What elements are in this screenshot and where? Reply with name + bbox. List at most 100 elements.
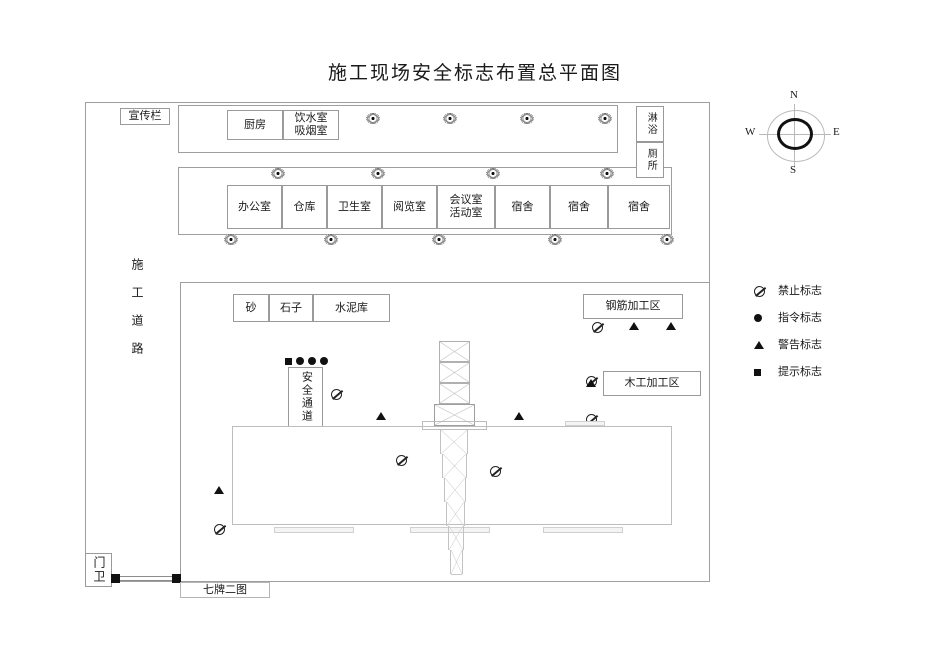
facility-office-label: 办公室 (238, 200, 271, 213)
notice-sign-icon (754, 369, 761, 376)
sprinkler-icon (324, 234, 338, 245)
facility-warehouse-label: 仓库 (293, 200, 316, 213)
legend-label-mandatory: 指令标志 (778, 312, 822, 324)
gatehouse: 门卫 (85, 553, 112, 587)
warning-sign-icon (754, 341, 764, 349)
signboard-label: 七牌二图 (203, 583, 247, 596)
facility-shower-label: 淋浴 (645, 112, 657, 136)
mandatory-sign-icon (296, 357, 304, 365)
facility-office: 办公室 (227, 185, 282, 229)
material-cement-warehouse-label: 水泥库 (335, 301, 368, 314)
compass-rose: N S E W (745, 89, 845, 184)
sprinkler-icon (600, 168, 614, 179)
crane-jib-section (439, 383, 470, 404)
legend-item-warning: 警告标志 (748, 336, 888, 363)
mandatory-sign-icon (754, 314, 762, 322)
facility-clinic-label: 卫生室 (338, 200, 371, 213)
facility-dorm-3-label: 宿舍 (628, 200, 650, 213)
safety-passage: 安全通道 (288, 367, 323, 427)
warning-sign-icon (586, 379, 596, 387)
crane-mast-section (446, 502, 465, 526)
warning-sign-icon (629, 322, 639, 330)
mandatory-sign-icon (320, 357, 328, 365)
prohibition-sign-icon (214, 524, 225, 535)
scaffold-plank (565, 421, 605, 426)
legend-label-notice: 提示标志 (778, 366, 822, 378)
crane-mast-section (448, 526, 464, 550)
compass-inner-ring (777, 118, 813, 150)
notice-sign-icon (285, 358, 292, 365)
facility-reading-room-label: 阅览室 (393, 200, 426, 213)
material-cement-warehouse: 水泥库 (313, 294, 390, 322)
sprinkler-icon (598, 113, 612, 124)
gatehouse-label: 门卫 (92, 556, 106, 584)
sprinkler-icon (224, 234, 238, 245)
scaffold-plank (543, 527, 623, 533)
facility-kitchen-label: 厨房 (244, 118, 266, 131)
safety-passage-label: 安全通道 (300, 371, 313, 423)
prohibition-sign-icon (754, 286, 765, 297)
work-zone-carpentry: 木工加工区 (603, 371, 701, 396)
warning-sign-icon (214, 486, 224, 494)
facility-meeting-activity-room-label: 会议室 活动室 (449, 194, 483, 219)
facility-meeting-activity-room: 会议室 活动室 (437, 185, 495, 229)
legend-item-prohibition: 禁止标志 (748, 282, 888, 309)
work-zone-rebar-label: 钢筋加工区 (605, 300, 661, 313)
living-area-band-middle (178, 167, 672, 235)
work-zone-rebar: 钢筋加工区 (583, 294, 683, 319)
living-area-band-top (178, 105, 618, 153)
sprinkler-icon (366, 113, 380, 124)
legend-item-notice: 提示标志 (748, 363, 888, 390)
construction-road-label: 施工道路 (130, 258, 144, 370)
bulletin-board: 宣传栏 (120, 108, 170, 125)
prohibition-sign-icon (592, 322, 603, 333)
prohibition-sign-icon (490, 466, 501, 477)
bulletin-board-label: 宣传栏 (128, 110, 162, 123)
legend-label-prohibition: 禁止标志 (778, 285, 822, 297)
prohibition-sign-icon (396, 455, 407, 466)
gate-node-left (111, 574, 120, 583)
legend-label-warning: 警告标志 (778, 339, 822, 351)
compass-label-north: N (790, 89, 798, 101)
sprinkler-icon (432, 234, 446, 245)
crane-jib-section (439, 341, 470, 362)
compass-label-west: W (745, 126, 756, 138)
crane-mast-section (450, 550, 463, 574)
mandatory-sign-icon (308, 357, 316, 365)
sprinkler-icon (271, 168, 285, 179)
crane-mast-section (444, 478, 466, 502)
page-title: 施工现场安全标志布置总平面图 (327, 63, 622, 84)
material-sand: 砂 (233, 294, 269, 322)
sprinkler-icon (371, 168, 385, 179)
facility-kitchen: 厨房 (227, 110, 283, 140)
sprinkler-icon (443, 113, 457, 124)
compass-label-south: S (790, 164, 797, 176)
crane-mast-section (440, 430, 468, 454)
scaffold-plank (274, 527, 354, 533)
facility-dorm-2: 宿舍 (550, 185, 608, 229)
sprinkler-icon (520, 113, 534, 124)
construction-area-boundary (180, 282, 710, 582)
facility-toilet-label: 厕所 (645, 148, 657, 172)
crane-cabin (434, 404, 475, 426)
warning-sign-icon (514, 412, 524, 420)
sprinkler-icon (548, 234, 562, 245)
facility-dorm-1-label: 宿舍 (511, 200, 534, 213)
crane-platform (422, 421, 487, 430)
warning-sign-icon (376, 412, 386, 420)
compass-outer-ring (767, 110, 825, 162)
crane-mast-section (442, 454, 467, 478)
facility-toilet: 厕所 (636, 142, 664, 178)
compass-label-east: E (833, 126, 840, 138)
material-sand-label: 砂 (245, 301, 257, 314)
gate-fence (120, 576, 172, 581)
legend-item-mandatory: 指令标志 (748, 309, 888, 336)
material-gravel-label: 石子 (280, 301, 302, 314)
facility-dorm-2-label: 宿舍 (568, 200, 590, 213)
facility-warehouse: 仓库 (282, 185, 327, 229)
facility-water-smoking-room: 饮水室 吸烟室 (283, 110, 339, 140)
facility-water-smoking-room-label: 饮水室 吸烟室 (294, 112, 328, 137)
prohibition-sign-icon (331, 389, 342, 400)
work-zone-carpentry-label: 木工加工区 (624, 377, 680, 390)
signboard: 七牌二图 (180, 582, 270, 598)
